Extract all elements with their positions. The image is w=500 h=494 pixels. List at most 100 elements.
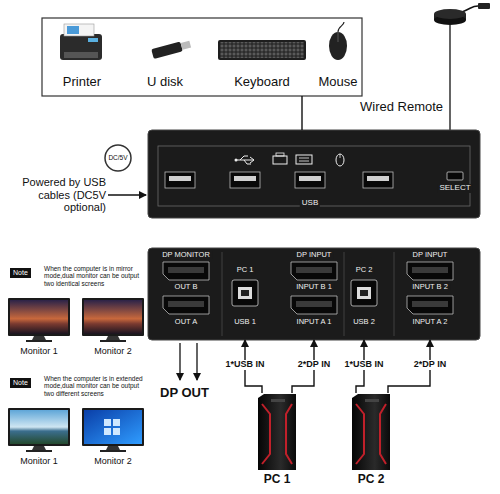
select-port [447, 172, 463, 180]
usb-b-port [357, 287, 371, 299]
dp-port [163, 262, 209, 280]
usb-a-port [367, 176, 389, 181]
device-label: Keyboard [234, 75, 290, 89]
monitor-label: Monitor 1 [20, 346, 58, 356]
usb-b-port [232, 280, 258, 306]
keyboard-icon [220, 42, 304, 58]
dp-port [163, 296, 209, 314]
port-label: PC 2 [354, 266, 375, 274]
dp-port [412, 301, 448, 307]
port-label: SELECT [437, 184, 472, 193]
monitor-icon [82, 298, 144, 342]
usb-a-port [169, 176, 191, 181]
port-label: PC 1 [235, 266, 256, 274]
printer-icon [60, 34, 102, 60]
usb-b-port [360, 290, 368, 296]
monitor-label: Monitor 1 [20, 456, 58, 466]
monitor-icon [113, 419, 120, 426]
note-text: When the computer is in extended mode,du… [44, 375, 146, 397]
dp-port [407, 296, 453, 314]
connector-label: 1*USB IN [223, 360, 266, 370]
usb-a-port [234, 176, 256, 181]
port-icon [235, 153, 345, 166]
port-label: INPUT B 2 [410, 283, 450, 291]
dp-out-arrow [196, 343, 197, 380]
port-icon [276, 153, 284, 156]
port-label: USB 1 [232, 318, 258, 326]
peripheral-box-outline [42, 18, 362, 96]
printer-icon [88, 38, 98, 42]
pc-label: PC 2 [358, 473, 385, 486]
power-arrow [108, 194, 146, 195]
dc-power-symbol [105, 145, 131, 171]
usb-disk-icon [151, 42, 183, 59]
pc-label: PC 1 [264, 473, 291, 486]
wired-remote-icon [478, 3, 490, 9]
port-icon [299, 158, 309, 161]
port-icon [236, 156, 254, 164]
port-icon [235, 159, 238, 162]
printer-icon [64, 52, 98, 58]
keyboard-icon [218, 40, 306, 60]
select-port [447, 172, 463, 180]
monitor-icon [10, 410, 68, 444]
dp-port [168, 267, 204, 273]
port-label: DP INPUT [295, 251, 334, 259]
dc-power-symbol [105, 145, 131, 171]
dp-port [291, 262, 337, 280]
wired-remote-icon [434, 9, 466, 19]
mouse-icon [338, 32, 339, 42]
power-symbol-text: DC/5V [108, 154, 127, 161]
dp-port [296, 301, 332, 307]
pc-tower-illustration [258, 394, 296, 470]
switch-rear-housing [148, 248, 480, 340]
switch-rear-housing [148, 248, 480, 340]
switch-rear-housing [222, 252, 394, 336]
dp-port [291, 296, 337, 314]
port-icon [336, 154, 344, 166]
monitor-label: Monitor 2 [94, 346, 132, 356]
connector-label: 2*DP IN [296, 360, 332, 370]
port-label: INPUT A 2 [411, 318, 450, 326]
port-label: DP MONITOR [160, 251, 212, 259]
usb-a-port [299, 176, 321, 181]
device-label: U disk [147, 75, 183, 89]
switch-front-panel: USBSELECT [148, 130, 480, 218]
note-text: When the computer is in mirror mode,dual… [44, 265, 146, 287]
monitor-icon [8, 298, 70, 342]
port-icon [296, 155, 312, 164]
usb-a-port [295, 172, 325, 188]
power-note: Powered by USB cables (DC5V optional) [2, 176, 106, 214]
mouse-icon [329, 32, 347, 60]
port-label: OUT B [173, 283, 200, 291]
usb-a-port [230, 172, 260, 188]
power-arrow [108, 195, 146, 196]
pc-tower: PC 2 [346, 393, 396, 489]
peripheral-box: PrinterU diskKeyboardMouse [42, 18, 362, 96]
usb-disk-icon [181, 41, 192, 50]
connector [301, 96, 302, 130]
peripheral-box-outline [42, 18, 362, 96]
device-label: Mouse [318, 75, 357, 89]
dp-port [407, 262, 453, 280]
wired-remote-icon [462, 6, 478, 12]
usb-b-port [232, 280, 377, 306]
keyboard-icon [218, 40, 306, 60]
connector-label: 1*USB IN [342, 360, 385, 370]
usb-b-port [241, 290, 249, 296]
printer-icon [64, 24, 94, 36]
switch-rear-panel: DP MONITOROUT BOUT APC 1DP INPUTINPUT B … [148, 248, 480, 340]
port-label: INPUT A 1 [295, 318, 334, 326]
mouse-icon [338, 22, 344, 32]
monitor-icon [82, 408, 144, 452]
switch-front-housing [158, 146, 470, 206]
dp-out-arrow [180, 343, 197, 380]
port-label: USB 2 [351, 318, 377, 326]
dp-out-arrow [179, 343, 180, 380]
mouse-icon [329, 22, 347, 60]
dp-port [296, 267, 332, 273]
port-group-label: DP OUT [160, 386, 209, 401]
usb-a-port [363, 172, 393, 188]
monitor-icon [10, 300, 68, 334]
port-label: DP INPUT [411, 251, 450, 259]
